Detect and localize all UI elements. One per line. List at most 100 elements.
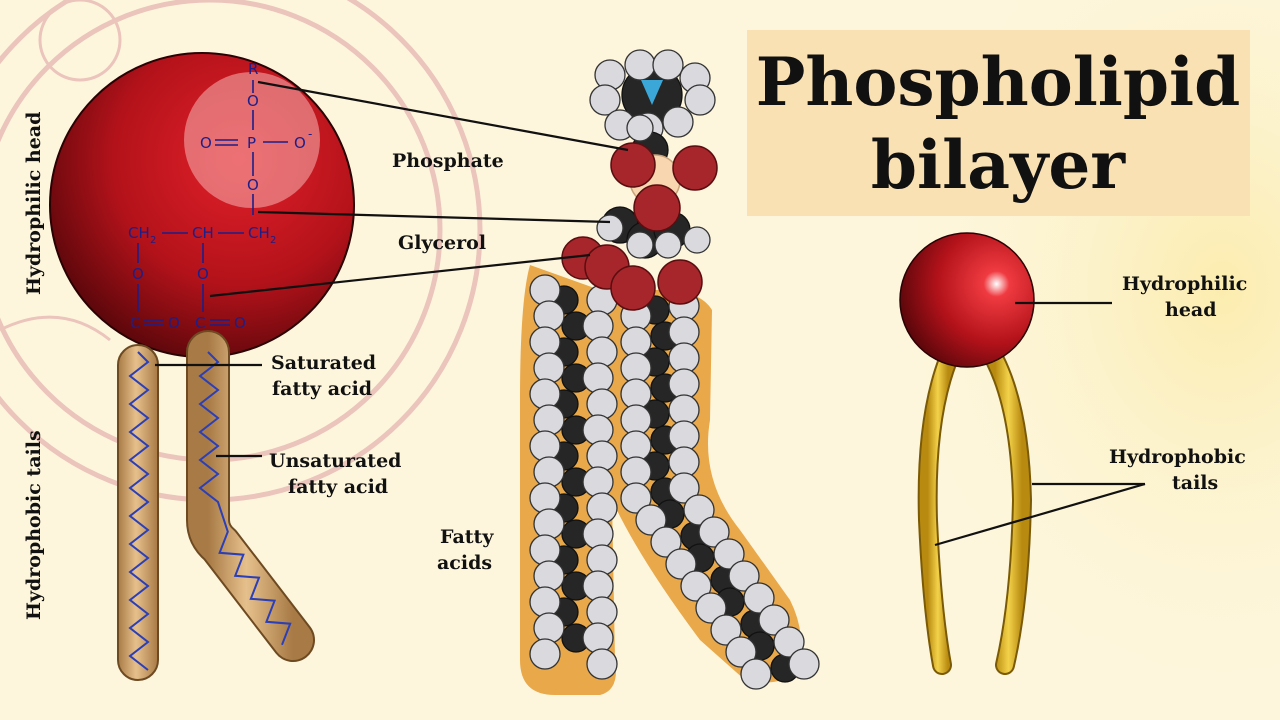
hydrogen-atom xyxy=(586,492,618,524)
title-line1: Phospholipid xyxy=(756,43,1240,121)
label-fatty-line1: Fatty xyxy=(440,526,494,548)
chem-o-mid: O xyxy=(247,176,259,194)
hydrogen-atom xyxy=(684,84,716,116)
side-label-tails: Hydrophobic tails xyxy=(23,430,45,620)
label-right-head-line2: head xyxy=(1165,299,1217,321)
label-saturated-line2: fatty acid xyxy=(272,378,372,400)
ester-oxygens xyxy=(561,236,703,311)
hydrogen-atom xyxy=(586,440,618,472)
hydrogen-atom xyxy=(582,570,614,602)
hydrogen-atom xyxy=(586,596,618,628)
chem-ch-mid: CH xyxy=(192,224,214,242)
left-tails xyxy=(117,330,315,681)
hydrogen-atom xyxy=(533,404,565,436)
atoms xyxy=(529,49,820,690)
space-filling-model xyxy=(520,49,820,695)
chemical-structure: R O O P O - O CH 2 CH CH 2 O O C O C O xyxy=(128,60,312,332)
hydrogen-atom xyxy=(529,482,561,514)
title-box xyxy=(747,30,1250,216)
chem-sub2-left: 2 xyxy=(150,235,156,246)
label-fatty-line2: acids xyxy=(437,552,492,574)
hydrogen-atom xyxy=(698,516,730,548)
hydrogen-atom xyxy=(773,626,805,658)
chem-o-ester-left: O xyxy=(132,265,144,283)
phosphate-group xyxy=(610,142,718,232)
hydrogen-atom xyxy=(582,362,614,394)
hydrogen-atom xyxy=(586,388,618,420)
hydrogen-atom xyxy=(650,526,682,558)
hydrogen-atom xyxy=(529,326,561,358)
hydrogen-atom xyxy=(624,49,656,81)
right-leader-lines xyxy=(934,301,1146,547)
hydrogen-atom xyxy=(668,472,700,504)
label-right-tails-line1: Hydrophobic xyxy=(1109,446,1246,468)
label-right-tails-line2: tails xyxy=(1172,472,1218,494)
label-unsaturated-line1: Unsaturated xyxy=(269,450,401,472)
chem-o-carbonyl-right: O xyxy=(234,314,246,332)
chem-o-top: O xyxy=(247,92,259,110)
hydrogen-atom xyxy=(533,300,565,332)
label-unsaturated-line2: fatty acid xyxy=(288,476,388,498)
hydrogen-atom xyxy=(582,310,614,342)
hydrogen-atom xyxy=(652,49,684,81)
hydrogen-atom xyxy=(533,612,565,644)
simple-phospholipid xyxy=(899,232,1035,675)
right-hydrophilic-head xyxy=(899,232,1035,368)
hydrogen-atom xyxy=(728,560,760,592)
hydrogen-atom xyxy=(529,430,561,462)
hydrogen-atom xyxy=(654,231,682,259)
unsaturated-chain xyxy=(198,351,292,646)
hydrogen-atom xyxy=(529,534,561,566)
hydrogen-atom xyxy=(680,570,712,602)
chem-ch2-right: CH xyxy=(248,224,270,242)
nitrogen-atom xyxy=(641,80,663,105)
hydrogen-atom xyxy=(725,636,757,668)
leader-lines xyxy=(155,80,629,458)
saturated-chain xyxy=(128,351,150,671)
chem-o-ester-right: O xyxy=(197,265,209,283)
right-tail-left xyxy=(919,352,956,673)
hydrogen-atom xyxy=(626,114,654,142)
hydrogen-atom xyxy=(533,352,565,384)
hydrogen-atom xyxy=(586,336,618,368)
hydrogen-atom xyxy=(695,592,727,624)
hydrogen-atom xyxy=(586,648,618,680)
hydrogen-atom xyxy=(533,508,565,540)
hydrogen-atom xyxy=(758,604,790,636)
chem-c-right: C xyxy=(195,314,205,332)
chem-r: R xyxy=(248,60,258,78)
hydrogen-atom xyxy=(710,614,742,646)
chem-c-left: C xyxy=(130,314,140,332)
hydrogen-atom xyxy=(683,226,711,254)
hydrogen-atom xyxy=(740,658,772,690)
hydrogen-atom xyxy=(620,482,652,514)
hydrogen-atom xyxy=(743,582,775,614)
saturated-tail xyxy=(117,344,159,681)
side-label-head: Hydrophilic head xyxy=(23,112,45,295)
label-saturated-line1: Saturated xyxy=(271,352,376,374)
hydrogen-atom xyxy=(635,504,667,536)
right-tail-right xyxy=(987,352,1031,673)
hydrogen-atom xyxy=(582,414,614,446)
hydrogen-atom xyxy=(788,648,820,680)
hydrogen-atom xyxy=(589,84,621,116)
chem-o-right: O xyxy=(294,134,306,152)
hydrogen-atom xyxy=(529,586,561,618)
hydrogen-atom xyxy=(582,622,614,654)
label-right-head-line1: Hydrophilic xyxy=(1122,273,1247,295)
chem-minus: - xyxy=(308,127,312,141)
hydrogen-atom xyxy=(582,466,614,498)
hydrogen-atom xyxy=(529,638,561,670)
chem-sub2-right: 2 xyxy=(270,235,276,246)
hydrogen-atom xyxy=(662,106,694,138)
title-line2: bilayer xyxy=(871,126,1126,204)
hydrogen-atom xyxy=(529,378,561,410)
hydrogen-atom xyxy=(626,231,654,259)
hydrogen-atom xyxy=(713,538,745,570)
hydrogen-atom xyxy=(683,494,715,526)
label-phosphate: Phosphate xyxy=(392,150,504,172)
hydrogen-atom xyxy=(529,274,561,306)
unsaturated-tail xyxy=(188,332,313,660)
hydrogen-atom xyxy=(596,214,624,242)
